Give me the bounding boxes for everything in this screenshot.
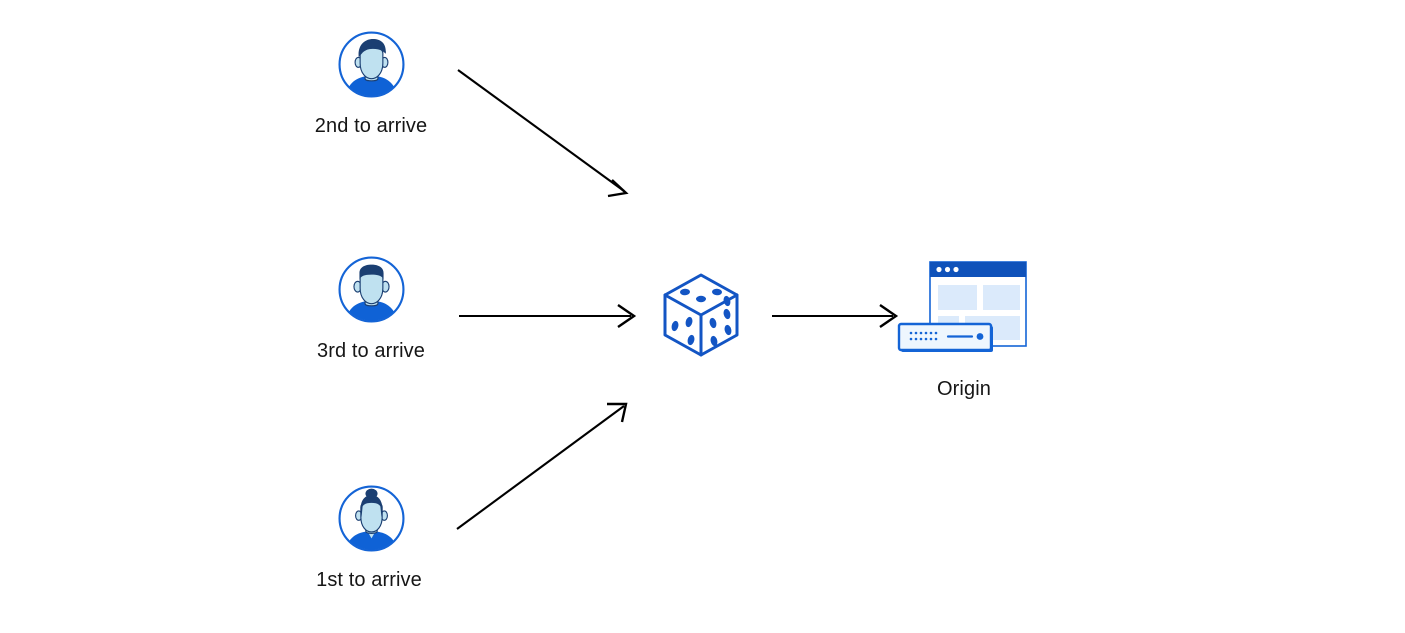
client-1st-label: 1st to arrive xyxy=(316,569,422,591)
user-avatar-icon xyxy=(336,29,407,100)
dice-icon xyxy=(661,271,741,359)
arrow-2nd-to-dice xyxy=(457,69,629,198)
server-device-icon xyxy=(897,322,993,352)
arrow-3rd-to-dice xyxy=(459,304,637,328)
client-2nd-label: 2nd to arrive xyxy=(314,115,428,137)
arrow-dice-to-origin xyxy=(772,304,899,328)
client-3rd-label: 3rd to arrive xyxy=(316,340,425,362)
origin-server-icon xyxy=(895,258,1035,366)
origin-label: Origin xyxy=(937,378,991,400)
user-avatar-icon xyxy=(336,254,407,325)
arrow-1st-to-dice xyxy=(456,402,628,530)
user-avatar-icon xyxy=(336,483,407,554)
